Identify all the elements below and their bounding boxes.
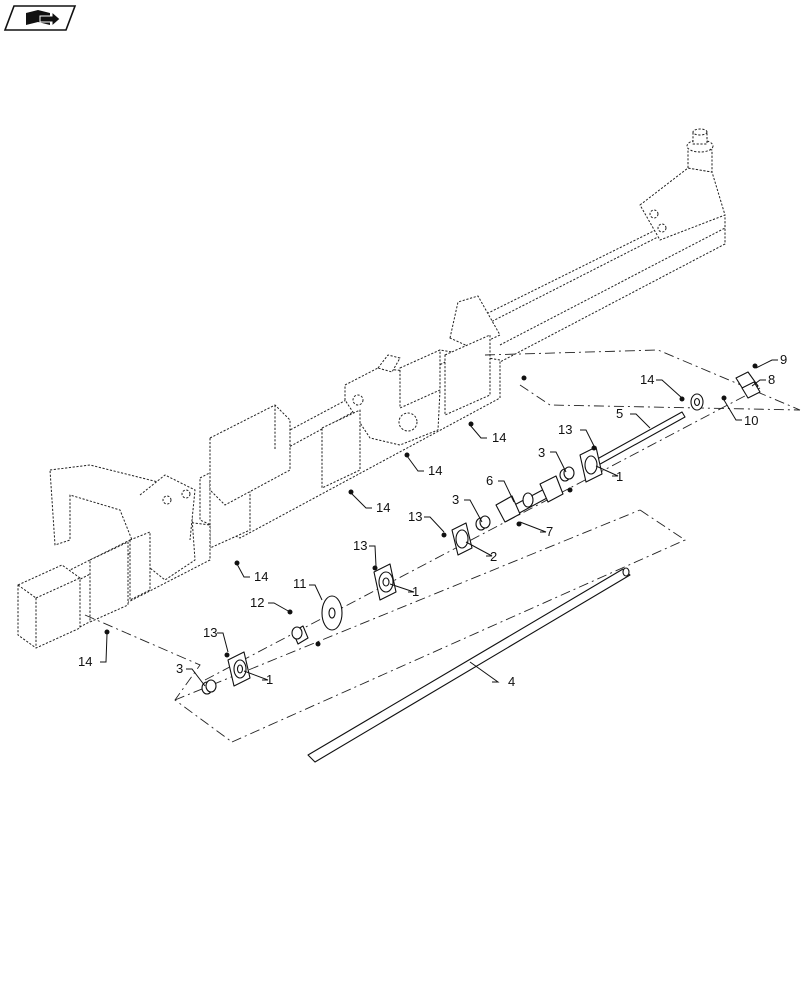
flag-arrow-icon	[26, 10, 61, 28]
callout-13: 14	[640, 372, 654, 387]
clamp-bracket-d	[89, 541, 129, 623]
end-box	[17, 564, 81, 649]
callout-3: 3	[538, 445, 545, 460]
callout-1: 1	[266, 672, 273, 687]
callout-14: 14	[428, 463, 442, 478]
flange-2	[451, 522, 473, 556]
bracket-8	[735, 371, 761, 399]
collar-3c	[559, 466, 575, 482]
collar-3b	[475, 515, 491, 531]
bearing-flange-1b	[373, 563, 397, 601]
callout-13: 13	[408, 509, 422, 524]
callout-7: 7	[546, 524, 553, 539]
callout-6: 6	[486, 473, 493, 488]
callout-1: 1	[616, 469, 623, 484]
leader-lines	[100, 359, 778, 687]
nav-badge[interactable]	[3, 5, 77, 31]
callout-4: 4	[508, 674, 515, 689]
callout-14: 14	[492, 430, 506, 445]
end-bearing	[690, 393, 704, 411]
bearing-flange-1a	[227, 651, 251, 687]
callouts: 1 1 1 2 3 3 3 4 5 6 7 8 9 10 11 12 13 13…	[78, 352, 787, 689]
clamp-bracket-b	[321, 409, 361, 489]
sprocket-disc	[321, 595, 343, 631]
callout-9: 9	[780, 352, 787, 367]
callout-8: 8	[768, 372, 775, 387]
callout-13: 13	[353, 538, 367, 553]
callout-13: 13	[203, 625, 217, 640]
callout-2: 2	[490, 549, 497, 564]
boom-frame	[17, 128, 726, 649]
pivot-tower	[639, 128, 726, 241]
universal-joint	[495, 475, 564, 523]
clamp-bracket-a	[399, 334, 491, 416]
callout-1: 1	[412, 584, 419, 599]
callout-14: 14	[78, 654, 92, 669]
callout-11: 11	[293, 576, 307, 591]
short-shaft	[589, 411, 686, 469]
bearing-flange-1c	[579, 446, 603, 483]
long-rod	[307, 567, 631, 763]
hardware-fasteners	[104, 363, 758, 658]
callout-14: 14	[376, 500, 390, 515]
callout-5: 5	[616, 406, 623, 421]
main-beam	[469, 207, 726, 363]
callout-3: 3	[176, 661, 183, 676]
callout-14: 14	[254, 569, 268, 584]
callout-3: 3	[452, 492, 459, 507]
callout-12: 12	[250, 595, 264, 610]
collar-3a	[201, 679, 217, 695]
callout-13: 13	[558, 422, 572, 437]
callout-10: 10	[744, 413, 758, 428]
bushing-12	[291, 625, 309, 645]
clamp-bracket-e	[129, 531, 151, 601]
